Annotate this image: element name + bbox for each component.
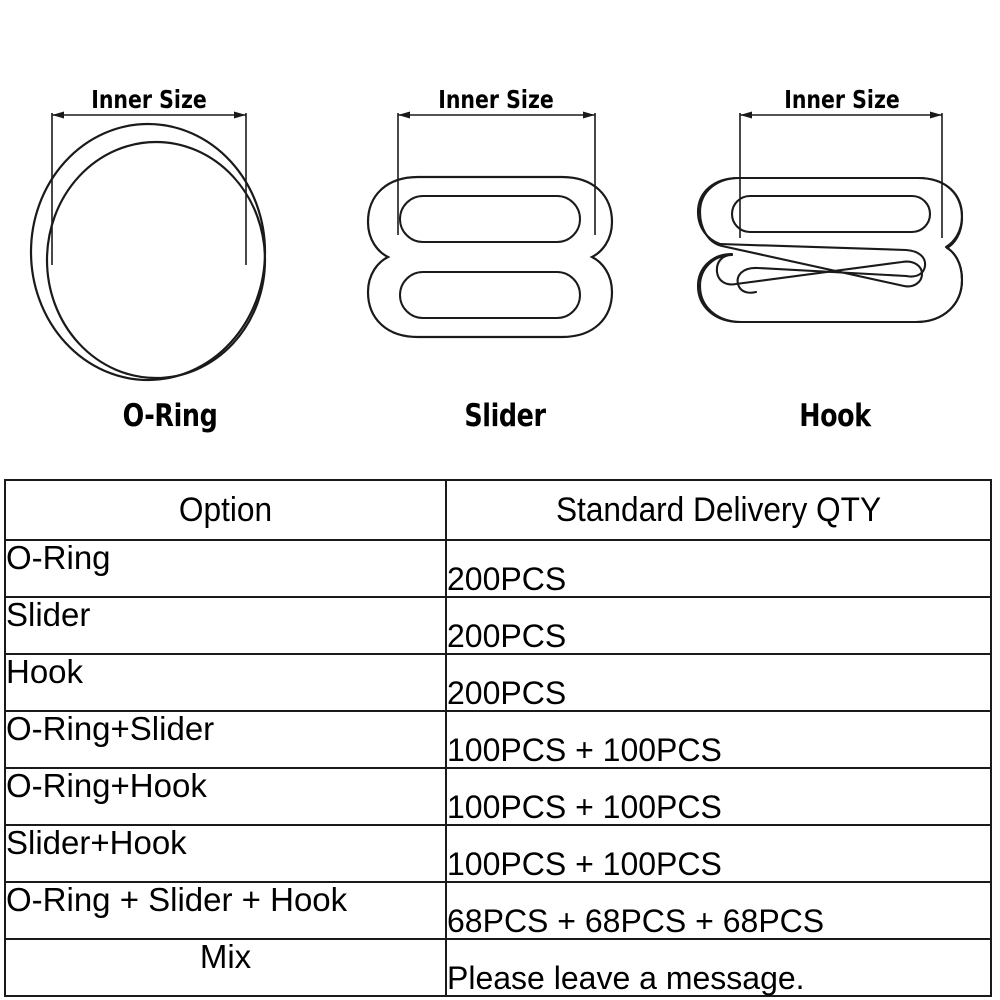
qty-cell-mix: Please leave a message.: [445, 938, 992, 997]
figure-o-ring: Inner Size O-Ring: [0, 0, 340, 470]
slider-lower-slot: [399, 271, 581, 319]
option-cell: O-Ring+Slider: [4, 710, 447, 769]
o-ring-drawing: Inner Size: [29, 86, 267, 382]
table-row: O-Ring+Slider 100PCS + 100PCS: [4, 710, 992, 769]
table-row: O-Ring 200PCS: [4, 539, 992, 598]
table-header-row: Option Standard Delivery QTY: [5, 479, 991, 541]
qty-cell: 100PCS + 100PCS: [445, 710, 992, 769]
option-cell: O-Ring + Slider + Hook: [4, 881, 447, 940]
option-cell: O-Ring: [4, 539, 447, 598]
table-row: Hook 200PCS: [4, 653, 992, 712]
slider-drawing: Inner Size: [366, 86, 614, 339]
qty-cell: 100PCS + 100PCS: [445, 767, 992, 826]
dimension-arrow-left: [398, 111, 410, 119]
dimension-arrow-left: [740, 111, 752, 119]
hook-dimension-label: Inner Size: [784, 86, 900, 114]
table-row: Slider+Hook 100PCS + 100PCS: [4, 824, 992, 883]
o-ring-inner-circle: [45, 140, 267, 380]
hook-refined-outline: [698, 176, 964, 324]
dimension-arrow-left: [52, 111, 64, 119]
header-qty: Standard Delivery QTY: [464, 479, 973, 541]
option-cell: Hook: [4, 653, 447, 712]
hook-drawing: Inner Size: [696, 86, 964, 324]
dimension-arrow-right: [234, 111, 246, 119]
qty-cell: 200PCS: [445, 653, 992, 712]
hook-tongue-upper: [718, 242, 927, 278]
o-ring-caption: O-Ring: [122, 398, 218, 434]
table-row: O-Ring+Hook 100PCS + 100PCS: [4, 767, 992, 826]
option-cell: O-Ring+Hook: [4, 767, 447, 826]
hook-top-slot: [730, 194, 932, 234]
dimension-arrow-right: [583, 111, 595, 119]
qty-cell: 200PCS: [445, 596, 992, 655]
figure-slider: Inner Size Slider: [340, 0, 670, 470]
dimension-arrow-right: [930, 111, 942, 119]
slider-dimension-label: Inner Size: [438, 86, 554, 114]
option-cell-mix: Mix: [4, 938, 447, 997]
qty-cell: 200PCS: [445, 539, 992, 598]
qty-cell: 100PCS + 100PCS: [445, 824, 992, 883]
qty-cell: 68PCS + 68PCS + 68PCS: [445, 881, 992, 940]
slider-upper-slot: [399, 195, 581, 243]
table-row-mix: Mix Please leave a message.: [4, 938, 992, 997]
slider-caption: Slider: [464, 398, 546, 434]
hook-caption: Hook: [799, 398, 871, 434]
o-ring-outer-circle: [29, 122, 267, 382]
option-cell: Slider: [4, 596, 447, 655]
o-ring-dimension-label: Inner Size: [91, 86, 207, 114]
figure-hook: Inner Size Hook: [670, 0, 1000, 470]
product-diagram-area: Inner Size O-Ring Inner Size Slider: [0, 0, 1000, 470]
table-row: O-Ring + Slider + Hook 68PCS + 68PCS + 6…: [4, 881, 992, 940]
slider-outer-outline: [366, 175, 614, 339]
delivery-qty-table: Option Standard Delivery QTY O-Ring 200P…: [4, 479, 992, 997]
option-cell: Slider+Hook: [4, 824, 447, 883]
header-option: Option: [19, 479, 432, 541]
table-row: Slider 200PCS: [4, 596, 992, 655]
